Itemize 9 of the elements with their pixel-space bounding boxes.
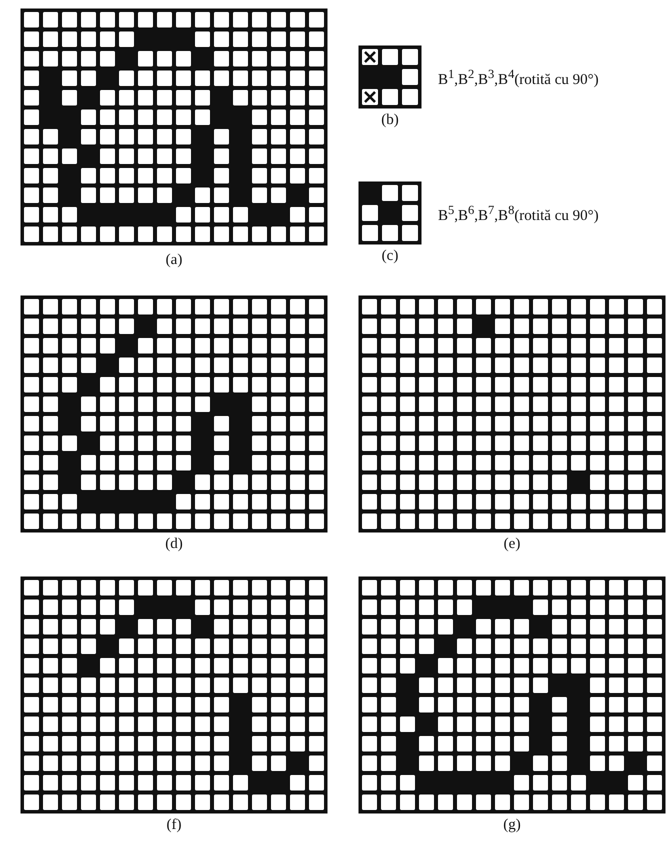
panel-label: (e): [504, 536, 520, 553]
panel-label: (f): [166, 817, 182, 834]
panel-label: (g): [503, 817, 521, 834]
panel-label: (c): [382, 248, 398, 265]
panel-label: (d): [165, 536, 183, 553]
structuring-element-caption: B$^{5}$,B$^{6}$,B$^{7}$,B$^{8}$(rotită cu 90°): [438, 203, 599, 225]
panel-label: (b): [381, 112, 399, 129]
structuring-element-caption: B$^{1}$,B$^{2}$,B$^{3}$,B$^{4}$(rotită cu 90°): [438, 67, 599, 89]
panel-label: (a): [166, 252, 182, 269]
